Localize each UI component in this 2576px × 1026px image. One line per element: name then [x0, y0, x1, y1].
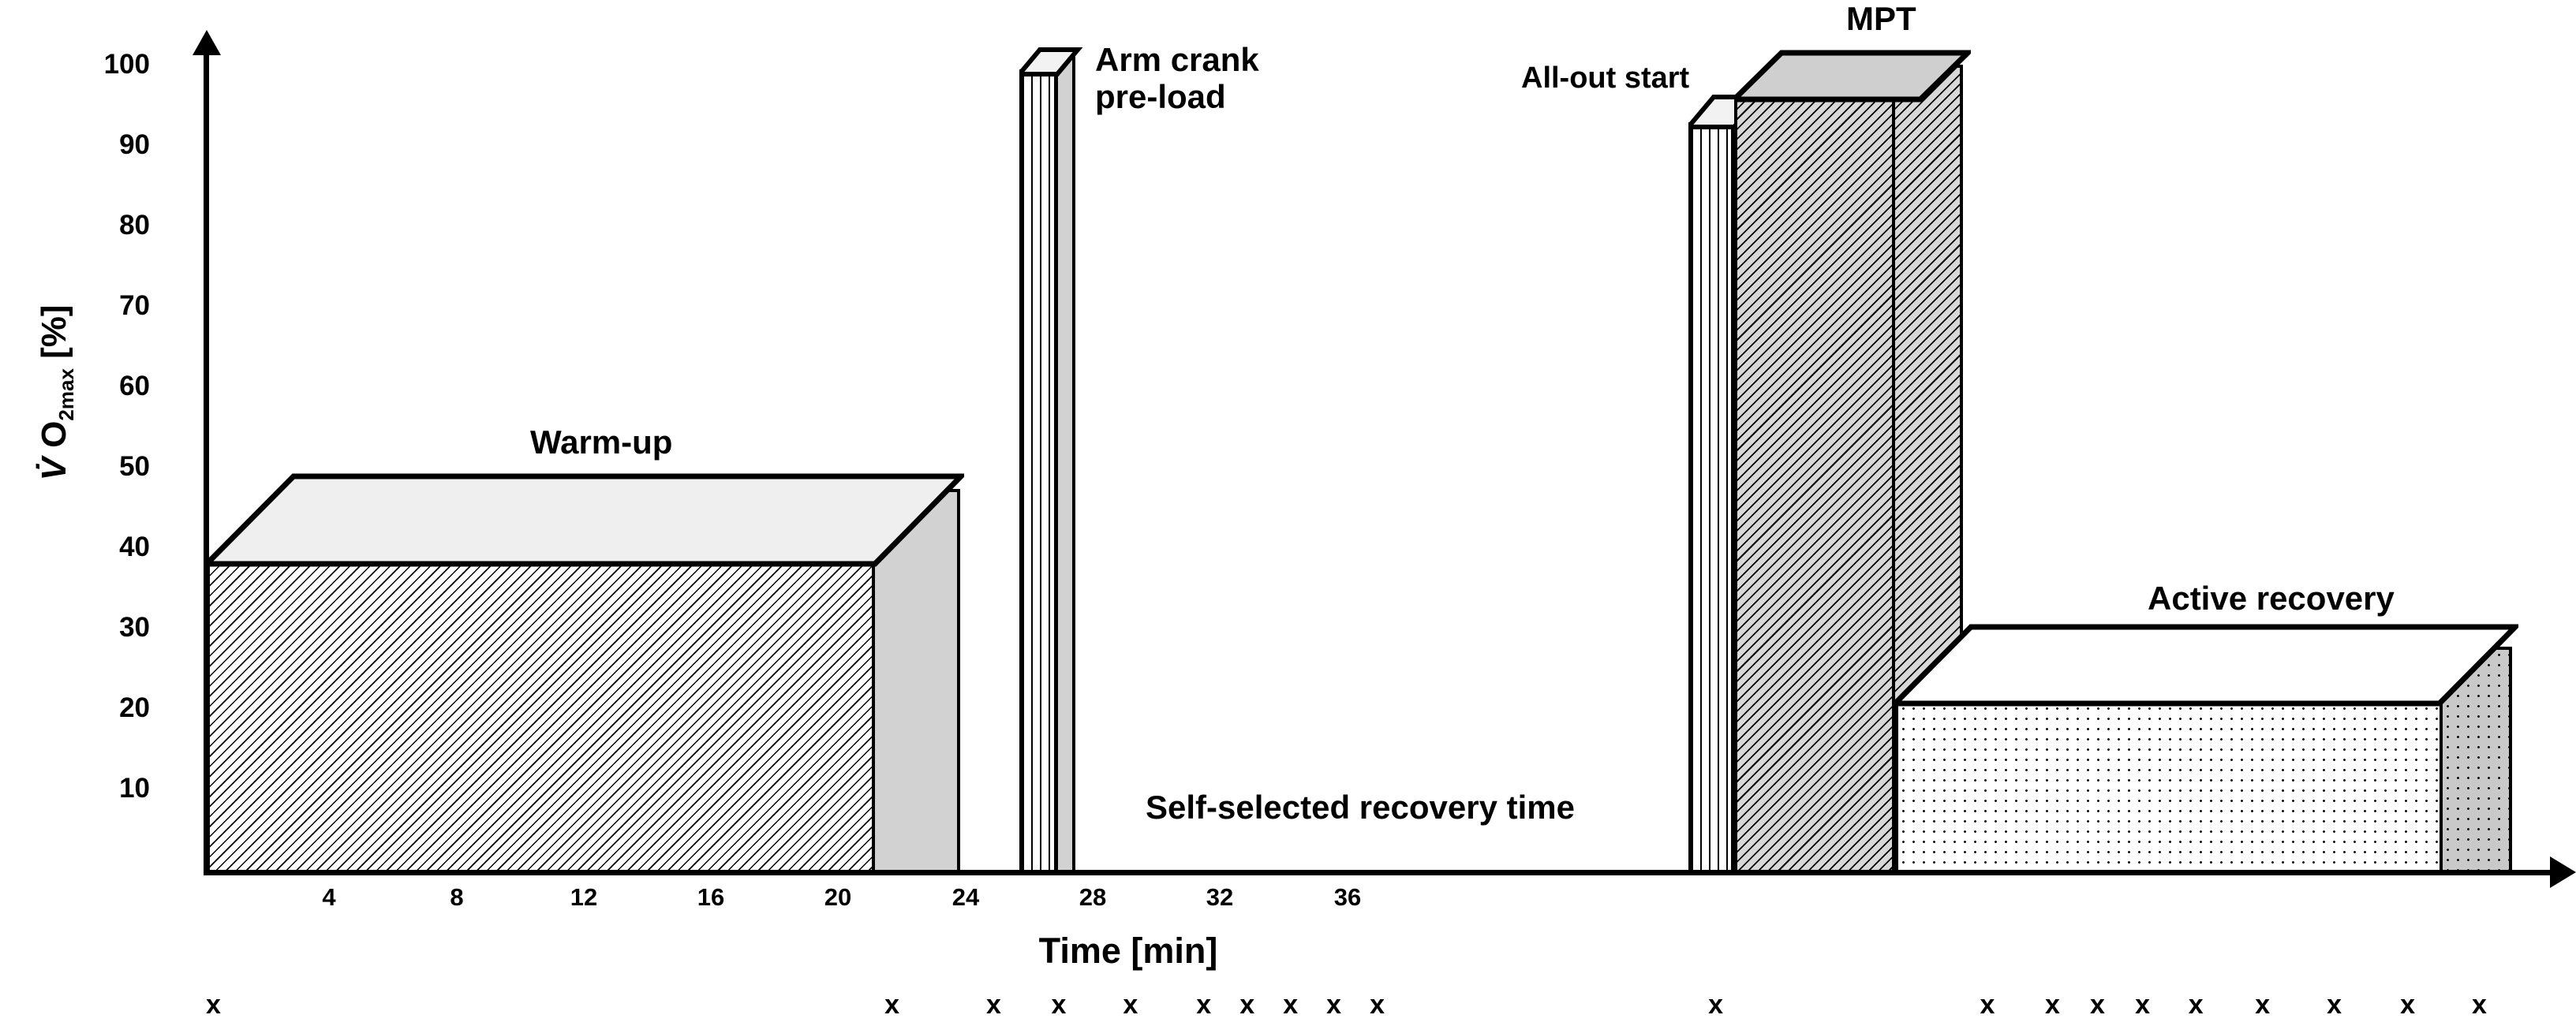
bar-warm-up-top: [200, 473, 968, 568]
x-tick-28: 28: [1079, 883, 1107, 911]
sample-marker-8: x: [1326, 990, 1342, 1020]
sample-marker-18: x: [2400, 990, 2416, 1020]
y-axis-label-text: V̇ O2max [%]: [35, 304, 78, 481]
sample-marker-11: x: [1980, 990, 1995, 1020]
caption-mpt: MPT: [1846, 0, 1916, 37]
bar-warm-up-front: [207, 562, 875, 873]
bar-arm-crank-top: [1014, 46, 1090, 80]
sample-marker-1: x: [884, 990, 900, 1020]
sample-marker-3: x: [1051, 990, 1067, 1020]
y-axis-label: V̇ O2max [%]: [35, 274, 79, 511]
bar-active-recovery-front: [1895, 700, 2443, 873]
bar-arm-crank-front: [1019, 69, 1057, 873]
caption-arm-crank: Arm crank pre-load: [1095, 41, 1259, 116]
sample-marker-10: x: [1708, 990, 1724, 1020]
y-tick-90: 90: [119, 129, 150, 160]
x-tick-36: 36: [1333, 883, 1362, 911]
x-tick-16: 16: [697, 883, 725, 911]
y-axis-arrow-icon: [193, 30, 221, 55]
caption-recovery-time: Self-selected recovery time: [1146, 789, 1575, 826]
y-tick-70: 70: [119, 290, 150, 321]
sample-marker-17: x: [2327, 990, 2342, 1020]
y-tick-60: 60: [119, 371, 150, 401]
x-axis-label: Time [min]: [1038, 931, 1218, 971]
y-tick-10: 10: [119, 773, 150, 804]
sample-marker-19: x: [2471, 990, 2487, 1020]
sample-marker-13: x: [2090, 990, 2105, 1020]
sample-marker-14: x: [2135, 990, 2151, 1020]
bar-all-out-front: [1688, 122, 1734, 873]
x-tick-32: 32: [1206, 883, 1234, 911]
x-axis-arrow-icon: [2550, 856, 2576, 888]
y-tick-50: 50: [119, 451, 150, 482]
caption-all-out-start: All-out start: [1521, 62, 1690, 95]
bar-mpt-front: [1734, 95, 1895, 873]
bar-arm-crank-side: [1055, 57, 1075, 873]
sample-marker-16: x: [2255, 990, 2271, 1020]
sample-marker-0: x: [206, 990, 221, 1020]
sample-marker-12: x: [2044, 990, 2060, 1020]
x-tick-4: 4: [322, 883, 336, 911]
y-tick-100: 100: [103, 49, 150, 80]
sample-marker-2: x: [986, 990, 1001, 1020]
sample-marker-5: x: [1196, 990, 1212, 1020]
bar-mpt-top: [1727, 49, 1975, 106]
x-tick-12: 12: [570, 883, 598, 911]
y-tick-80: 80: [119, 210, 150, 241]
x-axis-line: [204, 870, 2563, 875]
caption-warm-up: Warm-up: [530, 423, 673, 461]
caption-active-recovery: Active recovery: [2148, 580, 2395, 617]
bar-active-recovery-top: [1888, 623, 2522, 708]
sample-marker-9: x: [1370, 990, 1385, 1020]
y-tick-20: 20: [119, 692, 150, 723]
x-tick-8: 8: [450, 883, 464, 911]
y-tick-30: 30: [119, 612, 150, 643]
x-tick-20: 20: [824, 883, 852, 911]
y-axis-line: [204, 47, 209, 875]
sample-marker-7: x: [1283, 990, 1299, 1020]
y-tick-40: 40: [119, 532, 150, 562]
sample-marker-4: x: [1123, 990, 1138, 1020]
sample-marker-15: x: [2188, 990, 2204, 1020]
x-tick-24: 24: [952, 883, 980, 911]
sample-marker-6: x: [1239, 990, 1255, 1020]
